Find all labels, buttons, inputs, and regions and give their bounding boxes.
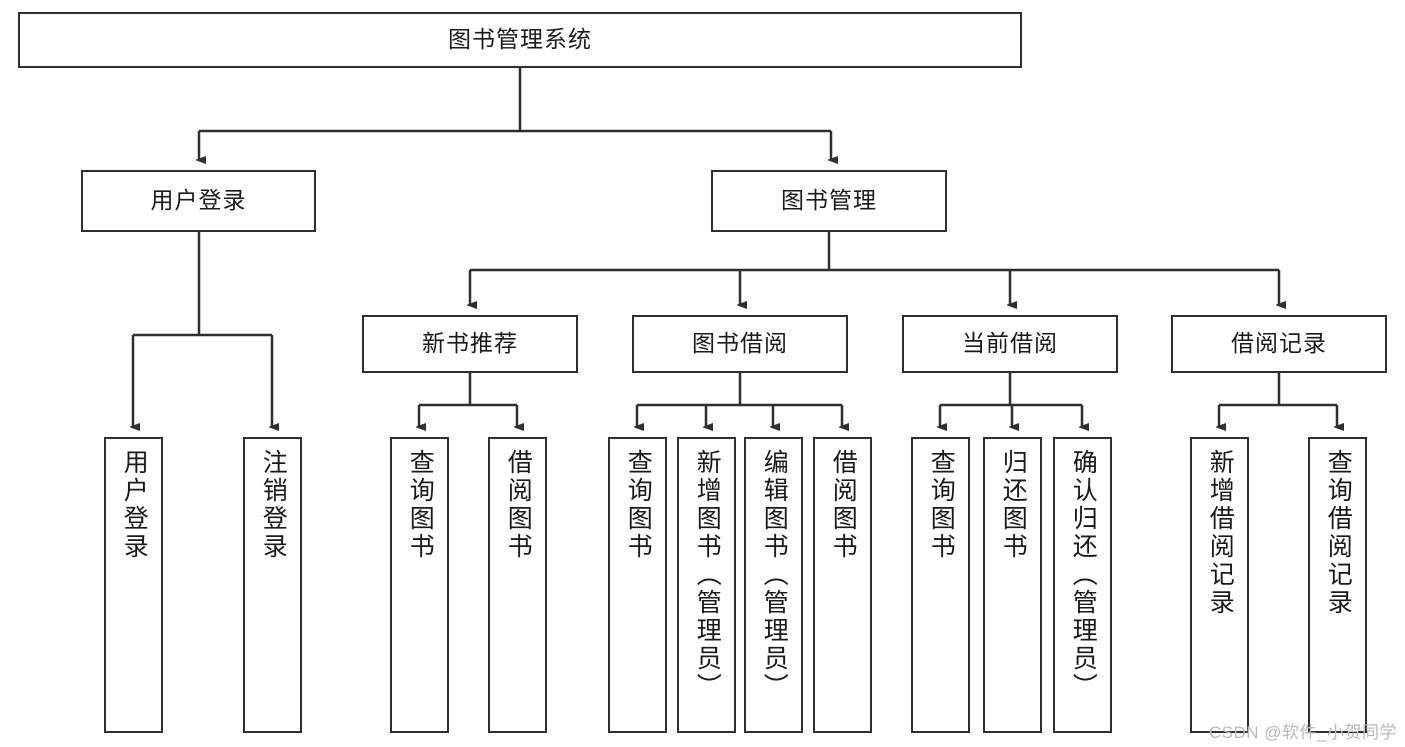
node-leaf-borrow-book-1[interactable]: 借阅图书 — [488, 437, 547, 733]
watermark-text: CSDN @软件_小贺同学 — [1208, 723, 1397, 742]
node-root[interactable]: 图书管理系统 — [18, 12, 1022, 68]
node-leaf-edit-book-label: 编辑图书（管理员） — [760, 449, 789, 701]
node-leaf-query-book-1-label: 查询图书 — [406, 449, 435, 561]
node-leaf-add-record-label: 新增借阅记录 — [1206, 449, 1235, 617]
node-book-borrow-label: 图书借阅 — [692, 330, 788, 357]
node-leaf-add-book[interactable]: 新增图书（管理员） — [677, 437, 736, 733]
node-user-login-label: 用户登录 — [150, 187, 247, 214]
node-current-borrow-label: 当前借阅 — [962, 330, 1058, 357]
node-borrow-record-label: 借阅记录 — [1231, 330, 1327, 357]
node-leaf-query-record-label: 查询借阅记录 — [1324, 449, 1353, 617]
node-leaf-return-book[interactable]: 归还图书 — [983, 437, 1042, 733]
node-root-label: 图书管理系统 — [448, 26, 592, 53]
node-new-book-rec-label: 新书推荐 — [422, 330, 518, 357]
node-leaf-add-book-label: 新增图书（管理员） — [693, 449, 722, 701]
node-leaf-user-logout-label: 注销登录 — [259, 449, 288, 561]
node-leaf-user-logout[interactable]: 注销登录 — [243, 437, 302, 733]
node-leaf-edit-book[interactable]: 编辑图书（管理员） — [744, 437, 803, 733]
node-leaf-borrow-book-2[interactable]: 借阅图书 — [813, 437, 872, 733]
node-leaf-query-book-3-label: 查询图书 — [927, 449, 956, 561]
node-book-borrow[interactable]: 图书借阅 — [632, 315, 848, 373]
node-leaf-user-login[interactable]: 用户登录 — [104, 437, 163, 733]
node-leaf-add-record[interactable]: 新增借阅记录 — [1190, 437, 1249, 733]
node-book-manage-label: 图书管理 — [781, 187, 877, 214]
node-borrow-record[interactable]: 借阅记录 — [1171, 315, 1387, 373]
node-leaf-query-book-3[interactable]: 查询图书 — [911, 437, 970, 733]
node-leaf-user-login-label: 用户登录 — [120, 449, 149, 561]
node-current-borrow[interactable]: 当前借阅 — [902, 315, 1118, 373]
node-leaf-query-book-1[interactable]: 查询图书 — [390, 437, 449, 733]
node-book-manage[interactable]: 图书管理 — [711, 170, 947, 232]
node-leaf-borrow-book-2-label: 借阅图书 — [829, 449, 858, 561]
node-leaf-confirm-return[interactable]: 确认归还（管理员） — [1053, 437, 1112, 733]
node-new-book-rec[interactable]: 新书推荐 — [362, 315, 578, 373]
node-leaf-query-book-2[interactable]: 查询图书 — [608, 437, 667, 733]
node-leaf-borrow-book-1-label: 借阅图书 — [504, 449, 533, 561]
node-user-login[interactable]: 用户登录 — [81, 170, 316, 232]
node-leaf-query-book-2-label: 查询图书 — [624, 449, 653, 561]
node-leaf-confirm-return-label: 确认归还（管理员） — [1069, 449, 1098, 701]
node-leaf-return-book-label: 归还图书 — [999, 449, 1028, 561]
node-leaf-query-record[interactable]: 查询借阅记录 — [1308, 437, 1367, 733]
